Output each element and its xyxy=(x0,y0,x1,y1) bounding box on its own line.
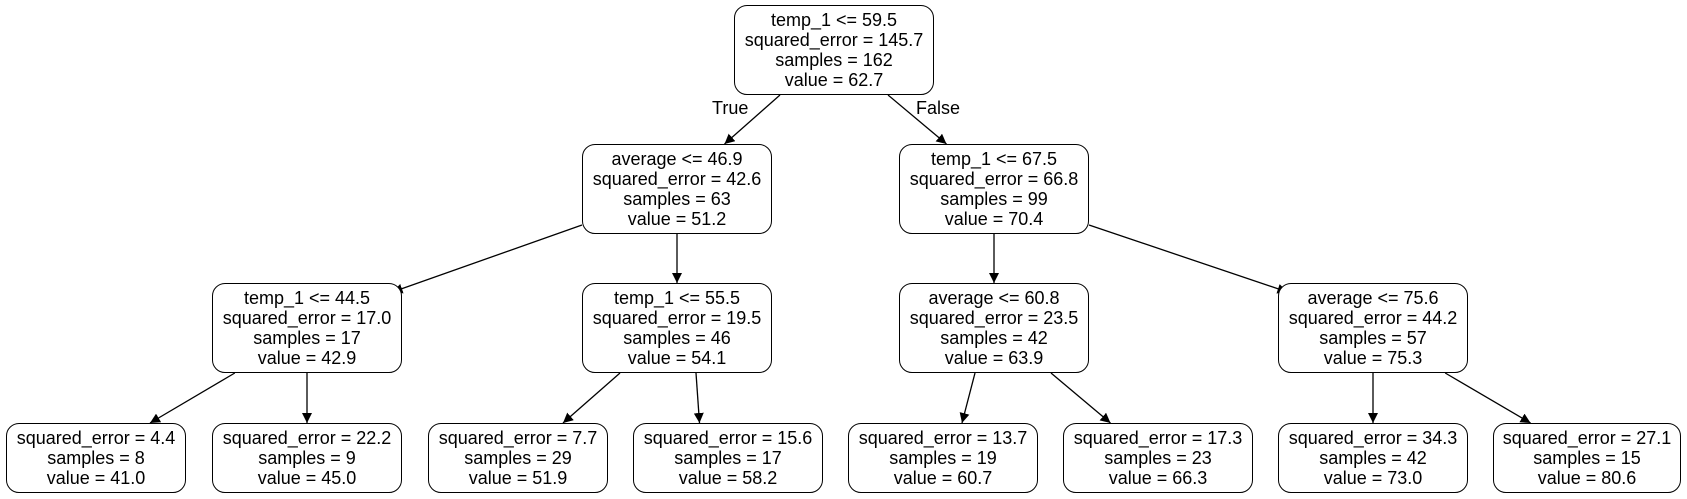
tree-node-1: average <= 46.9 squared_error = 42.6 sam… xyxy=(582,144,772,234)
node-value: value = 42.9 xyxy=(257,348,357,368)
tree-leaf-7: squared_error = 4.4 samples = 8 value = … xyxy=(6,423,186,493)
tree-leaf-10: squared_error = 15.6 samples = 17 value … xyxy=(633,423,823,493)
tree-node-6: average <= 75.6 squared_error = 44.2 sam… xyxy=(1278,283,1468,373)
edge-n2-n6 xyxy=(1088,224,1288,294)
node-value: value = 41.0 xyxy=(46,468,146,488)
node-value: value = 60.7 xyxy=(893,468,993,488)
node-value: value = 45.0 xyxy=(257,468,357,488)
node-squared-error: squared_error = 13.7 xyxy=(858,428,1028,448)
node-value: value = 80.6 xyxy=(1537,468,1637,488)
node-value: value = 51.9 xyxy=(468,468,568,488)
true-branch-label: True xyxy=(712,98,749,118)
node-samples: samples = 46 xyxy=(623,328,731,348)
edge-n0-n2 xyxy=(887,94,947,145)
edge-n1-n3 xyxy=(392,224,583,294)
edge-n0-n1 xyxy=(724,94,781,145)
tree-leaf-13: squared_error = 34.3 samples = 42 value … xyxy=(1278,423,1468,493)
node-squared-error: squared_error = 34.3 xyxy=(1288,428,1458,448)
node-samples: samples = 19 xyxy=(889,448,997,468)
tree-node-5: average <= 60.8 squared_error = 23.5 sam… xyxy=(899,283,1089,373)
node-samples: samples = 9 xyxy=(258,448,356,468)
edge-n4-n9 xyxy=(562,372,621,424)
tree-leaf-12: squared_error = 17.3 samples = 23 value … xyxy=(1063,423,1253,493)
tree-leaf-8: squared_error = 22.2 samples = 9 value =… xyxy=(212,423,402,493)
node-split: temp_1 <= 59.5 xyxy=(770,10,898,30)
node-squared-error: squared_error = 145.7 xyxy=(744,30,924,50)
tree-node-4: temp_1 <= 55.5 squared_error = 19.5 samp… xyxy=(582,283,772,373)
node-samples: samples = 8 xyxy=(47,448,145,468)
tree-node-3: temp_1 <= 44.5 squared_error = 17.0 samp… xyxy=(212,283,402,373)
node-value: value = 73.0 xyxy=(1323,468,1423,488)
edge-n3-n7 xyxy=(149,372,236,424)
edge-n4-n10 xyxy=(693,372,704,424)
node-split: temp_1 <= 55.5 xyxy=(613,288,741,308)
node-value: value = 51.2 xyxy=(627,209,727,229)
node-squared-error: squared_error = 4.4 xyxy=(16,428,176,448)
node-samples: samples = 23 xyxy=(1104,448,1212,468)
tree-leaf-11: squared_error = 13.7 samples = 19 value … xyxy=(848,423,1038,493)
node-value: value = 66.3 xyxy=(1108,468,1208,488)
node-value: value = 62.7 xyxy=(784,70,884,90)
node-squared-error: squared_error = 17.0 xyxy=(222,308,392,328)
tree-node-2: temp_1 <= 67.5 squared_error = 66.8 samp… xyxy=(899,144,1089,234)
node-split: average <= 46.9 xyxy=(611,149,743,169)
node-samples: samples = 17 xyxy=(674,448,782,468)
node-samples: samples = 162 xyxy=(775,50,893,70)
false-branch-label: False xyxy=(916,98,961,118)
edge-n5-n11 xyxy=(959,372,976,424)
edge-n6-n14 xyxy=(1444,372,1531,424)
tree-node-root: temp_1 <= 59.5 squared_error = 145.7 sam… xyxy=(734,5,934,95)
node-value: value = 63.9 xyxy=(944,348,1044,368)
node-samples: samples = 57 xyxy=(1319,328,1427,348)
node-value: value = 70.4 xyxy=(944,209,1044,229)
node-split: average <= 60.8 xyxy=(928,288,1060,308)
node-samples: samples = 17 xyxy=(253,328,361,348)
node-samples: samples = 15 xyxy=(1533,448,1641,468)
node-samples: samples = 99 xyxy=(940,189,1048,209)
node-squared-error: squared_error = 23.5 xyxy=(909,308,1079,328)
node-split: temp_1 <= 67.5 xyxy=(930,149,1058,169)
node-squared-error: squared_error = 15.6 xyxy=(643,428,813,448)
node-split: average <= 75.6 xyxy=(1307,288,1439,308)
node-squared-error: squared_error = 22.2 xyxy=(222,428,392,448)
node-squared-error: squared_error = 19.5 xyxy=(592,308,762,328)
node-squared-error: squared_error = 44.2 xyxy=(1288,308,1458,328)
node-squared-error: squared_error = 7.7 xyxy=(438,428,598,448)
tree-leaf-14: squared_error = 27.1 samples = 15 value … xyxy=(1493,423,1681,493)
node-samples: samples = 29 xyxy=(464,448,572,468)
node-squared-error: squared_error = 17.3 xyxy=(1073,428,1243,448)
edge-n5-n12 xyxy=(1050,372,1111,424)
node-squared-error: squared_error = 27.1 xyxy=(1502,428,1672,448)
node-value: value = 75.3 xyxy=(1323,348,1423,368)
node-squared-error: squared_error = 66.8 xyxy=(909,169,1079,189)
node-value: value = 54.1 xyxy=(627,348,727,368)
node-samples: samples = 42 xyxy=(940,328,1048,348)
node-samples: samples = 63 xyxy=(623,189,731,209)
node-samples: samples = 42 xyxy=(1319,448,1427,468)
node-split: temp_1 <= 44.5 xyxy=(243,288,371,308)
tree-leaf-9: squared_error = 7.7 samples = 29 value =… xyxy=(428,423,608,493)
node-value: value = 58.2 xyxy=(678,468,778,488)
node-squared-error: squared_error = 42.6 xyxy=(592,169,762,189)
